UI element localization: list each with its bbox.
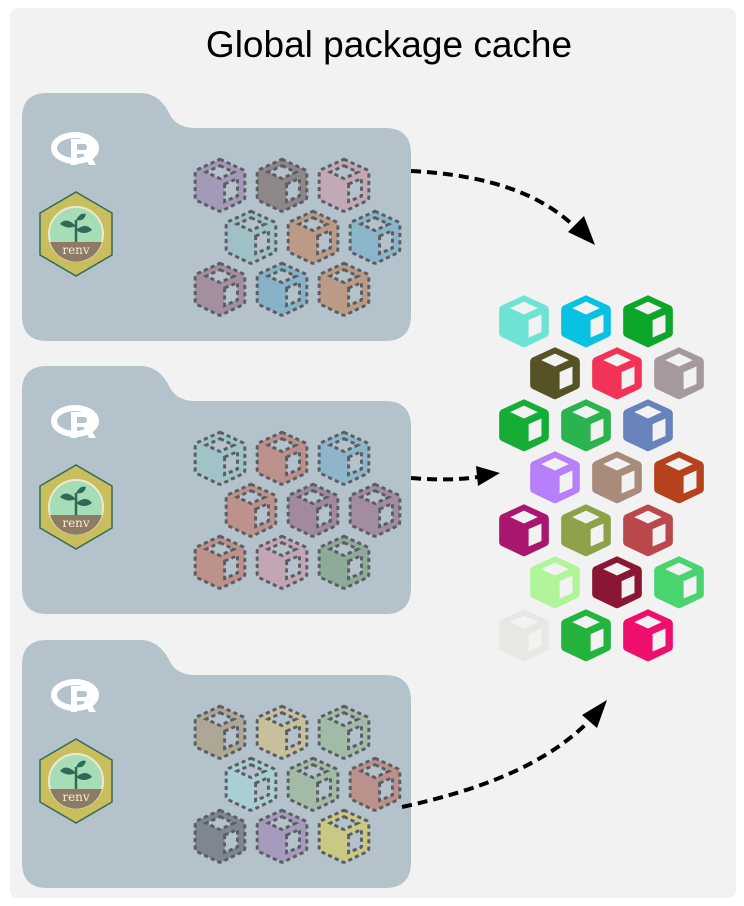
cached-package-cube — [499, 609, 549, 662]
project-package-cube — [255, 808, 309, 864]
cached-package-cube — [499, 399, 549, 452]
project-package-cube — [193, 534, 247, 590]
project-package-cube — [317, 808, 371, 864]
folder-shape — [22, 366, 411, 614]
cached-package-cube — [530, 556, 580, 609]
cached-package-cube — [654, 451, 704, 504]
cached-package-cube — [654, 556, 704, 609]
project-package-cube — [255, 534, 309, 590]
project-package-cube — [286, 482, 340, 538]
cached-package-cube — [561, 504, 611, 557]
project-package-cube — [224, 209, 278, 265]
project-package-cube — [193, 808, 247, 864]
renv-hex-logo: renv — [39, 191, 113, 277]
cached-package-cube — [623, 399, 673, 452]
renv-hex-logo: renv — [39, 738, 113, 824]
project-package-cube — [348, 756, 402, 812]
project-package-cube — [255, 157, 309, 213]
arrowhead-icon — [476, 466, 500, 486]
project-package-cube — [348, 482, 402, 538]
renv-logo-text: renv — [62, 243, 90, 257]
cached-package-cube — [499, 295, 549, 348]
page-title: Global package cache — [206, 24, 572, 65]
arrows — [401, 169, 607, 809]
project-package-cube — [317, 534, 371, 590]
cached-package-cube — [592, 451, 642, 504]
project-folder: renv — [22, 93, 411, 341]
project-package-cube — [224, 482, 278, 538]
cached-package-cube — [654, 347, 704, 400]
renv-hex-logo: renv — [39, 464, 113, 550]
cached-package-cube — [499, 504, 549, 557]
cached-package-cube — [561, 609, 611, 662]
project-package-cube — [255, 430, 309, 486]
project-package-cube — [317, 261, 371, 317]
project-package-cube — [317, 157, 371, 213]
cached-package-cube — [592, 347, 642, 400]
arrow-project-1 — [410, 169, 582, 234]
cached-package-cube — [623, 609, 673, 662]
r-logo-icon — [51, 132, 99, 165]
arrow-project-2 — [410, 475, 479, 482]
cached-package-cube — [561, 295, 611, 348]
r-logo-icon — [51, 679, 99, 712]
arrowhead-icon — [568, 216, 595, 245]
project-package-cube — [348, 209, 402, 265]
project-folder: renv — [22, 366, 411, 614]
project-package-cube — [317, 704, 371, 760]
project-package-cube — [193, 261, 247, 317]
arrow-project-3 — [401, 720, 590, 809]
project-folders: renv renv renv — [22, 93, 411, 888]
cached-package-cube — [561, 399, 611, 452]
project-package-cube — [193, 430, 247, 486]
r-logo-icon — [51, 405, 99, 438]
project-package-cube — [255, 704, 309, 760]
global-cache-cubes — [499, 295, 704, 662]
project-folder: renv — [22, 640, 411, 888]
cached-package-cube — [530, 347, 580, 400]
cached-package-cube — [623, 504, 673, 557]
project-package-cube — [255, 261, 309, 317]
folder-shape — [22, 93, 411, 341]
renv-logo-text: renv — [62, 790, 90, 804]
cached-package-cube — [623, 295, 673, 348]
cached-package-cube — [592, 556, 642, 609]
project-package-cube — [286, 756, 340, 812]
project-package-cube — [286, 209, 340, 265]
project-package-cube — [317, 430, 371, 486]
project-package-cube — [193, 704, 247, 760]
project-package-cube — [193, 157, 247, 213]
renv-logo-text: renv — [62, 516, 90, 530]
folder-shape — [22, 640, 411, 888]
cached-package-cube — [530, 451, 580, 504]
project-package-cube — [224, 756, 278, 812]
arrowhead-icon — [582, 700, 607, 728]
